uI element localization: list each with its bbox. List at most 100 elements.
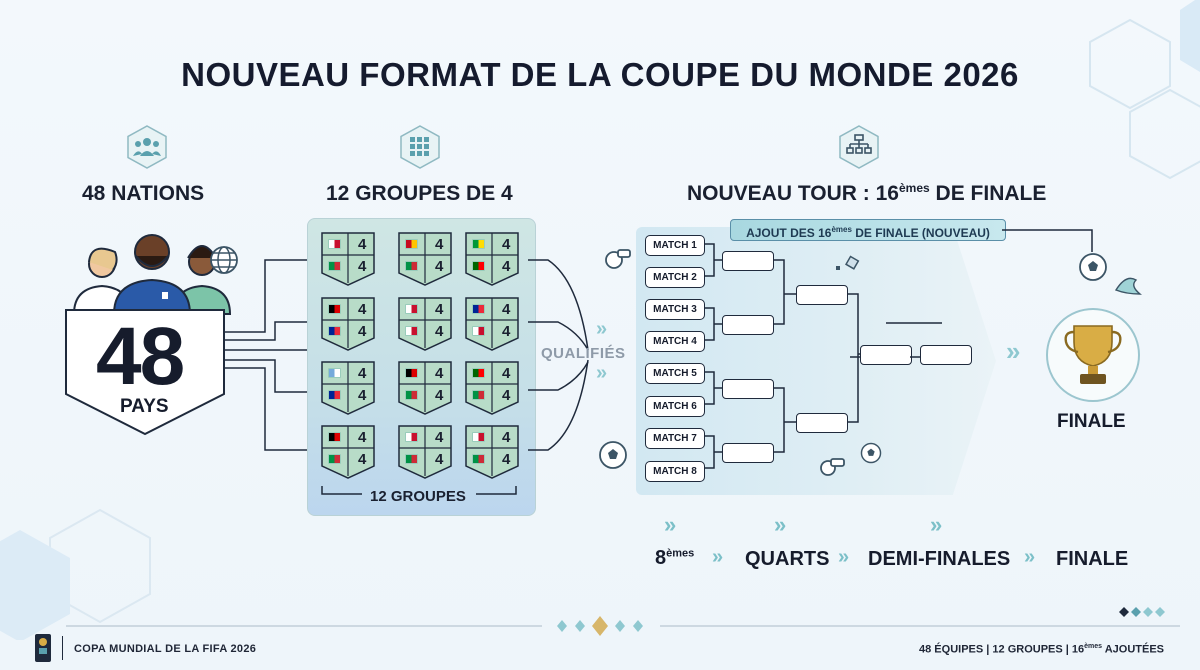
grid-icon — [400, 125, 440, 169]
people-icon — [127, 125, 167, 169]
page-title: NOUVEAU FORMAT DE LA COUPE DU MONDE 2026 — [181, 56, 1019, 93]
footer-divider — [66, 607, 1180, 636]
flag-icon — [405, 326, 418, 336]
bracket-icon — [839, 125, 879, 169]
hex-decoration-top-right — [1089, 0, 1200, 180]
group-team-count: 4 — [358, 236, 367, 253]
confetti-decoration — [836, 255, 860, 270]
stage-quarters: QUARTS — [745, 548, 830, 570]
stage-chevron: » — [930, 512, 943, 537]
stage-separator: » — [712, 546, 724, 568]
semi-final-slot — [920, 345, 972, 365]
stage-separator: » — [1024, 546, 1036, 568]
group-team-count: 4 — [502, 387, 511, 404]
round-of-16-slot — [722, 443, 774, 463]
nations-number: 48 — [96, 311, 185, 402]
match-3: MATCH 3 — [645, 299, 705, 320]
stage-round-of-16: 8èmes — [655, 547, 695, 569]
round-of-16-slot — [722, 315, 774, 335]
group-team-count: 4 — [435, 429, 444, 446]
footer-separator — [62, 636, 63, 660]
group-team-count: 4 — [435, 451, 444, 468]
flag-icon — [405, 390, 418, 400]
bracket-lines — [704, 243, 942, 469]
group-team-count: 4 — [502, 429, 511, 446]
fifa-logo-icon — [35, 634, 51, 662]
stage-semi-finals: DEMI-FINALES — [868, 548, 1011, 570]
connector-lines-right — [528, 259, 589, 451]
flag-icon — [472, 326, 485, 336]
groups-bracket-line — [321, 486, 517, 495]
qualified-label: QUALIFIÉS — [541, 345, 626, 362]
nations-badge — [65, 309, 225, 436]
round-of-16-slot — [722, 379, 774, 399]
nations-heading: 48 NATIONS — [82, 182, 205, 205]
group-team-count: 4 — [502, 365, 511, 382]
semi-final-slot — [860, 345, 912, 365]
match-4: MATCH 4 — [645, 331, 705, 352]
quarter-final-slot — [796, 413, 848, 433]
match-1: MATCH 1 — [645, 235, 705, 256]
group-team-count: 4 — [502, 323, 511, 340]
flag-icon — [405, 304, 418, 314]
flag-icon — [405, 261, 418, 271]
match-7: MATCH 7 — [645, 428, 705, 449]
group-team-count: 4 — [358, 429, 367, 446]
flag-icon — [328, 390, 341, 400]
groups-heading: 12 GROUPES DE 4 — [326, 182, 513, 205]
group-team-count: 4 — [435, 236, 444, 253]
stage-chevron: » — [664, 512, 677, 537]
new-round-banner: AJOUT DES 16èmes DE FINALE (NOUVEAU) — [730, 219, 1006, 241]
nations-label: PAYS — [120, 396, 169, 417]
group-team-count: 4 — [435, 301, 444, 318]
group-team-count: 4 — [502, 301, 511, 318]
footer-left-label: COPA MUNDIAL DE LA FIFA 2026 — [74, 643, 257, 655]
flag-icon — [328, 304, 341, 314]
qualified-chevron-top: » — [596, 318, 608, 340]
flag-icon — [328, 454, 341, 464]
finale-label: FINALE — [1057, 411, 1126, 432]
semi-final-connector — [850, 356, 920, 358]
hex-decoration-bottom-left — [0, 508, 151, 640]
group-team-count: 4 — [435, 365, 444, 382]
stage-chevron: » — [774, 512, 787, 537]
football-icon — [860, 442, 882, 464]
players-illustration — [72, 234, 232, 315]
group-team-count: 4 — [358, 451, 367, 468]
globe-icon — [210, 246, 238, 274]
group-team-count: 4 — [435, 258, 444, 275]
flag-icon — [405, 239, 418, 249]
flag-icon — [405, 454, 418, 464]
stage-final: FINALE — [1056, 548, 1129, 570]
flag-icon — [328, 432, 341, 442]
flag-icon — [405, 432, 418, 442]
confetti-decoration — [1114, 277, 1142, 295]
group-team-count: 4 — [435, 387, 444, 404]
football-icon — [1079, 253, 1107, 281]
group-team-count: 4 — [435, 323, 444, 340]
group-team-count: 4 — [502, 258, 511, 275]
round-heading: NOUVEAU TOUR : 16èmes DE FINALE — [687, 181, 1047, 205]
whistle-icon — [820, 458, 845, 476]
football-icon — [599, 441, 627, 469]
footer-right-label: 48 ÉQUIPES | 12 GROUPES | 16èmes AJOUTÉE… — [919, 643, 1164, 656]
flag-icon — [328, 326, 341, 336]
match-8: MATCH 8 — [645, 461, 705, 482]
flag-icon — [328, 239, 341, 249]
connector-lines-left — [225, 259, 315, 451]
whistle-icon — [605, 249, 631, 269]
group-team-count: 4 — [358, 323, 367, 340]
flag-icon — [472, 454, 485, 464]
round-of-16-slot — [722, 251, 774, 271]
flag-icon — [472, 239, 485, 249]
match-6: MATCH 6 — [645, 396, 705, 417]
